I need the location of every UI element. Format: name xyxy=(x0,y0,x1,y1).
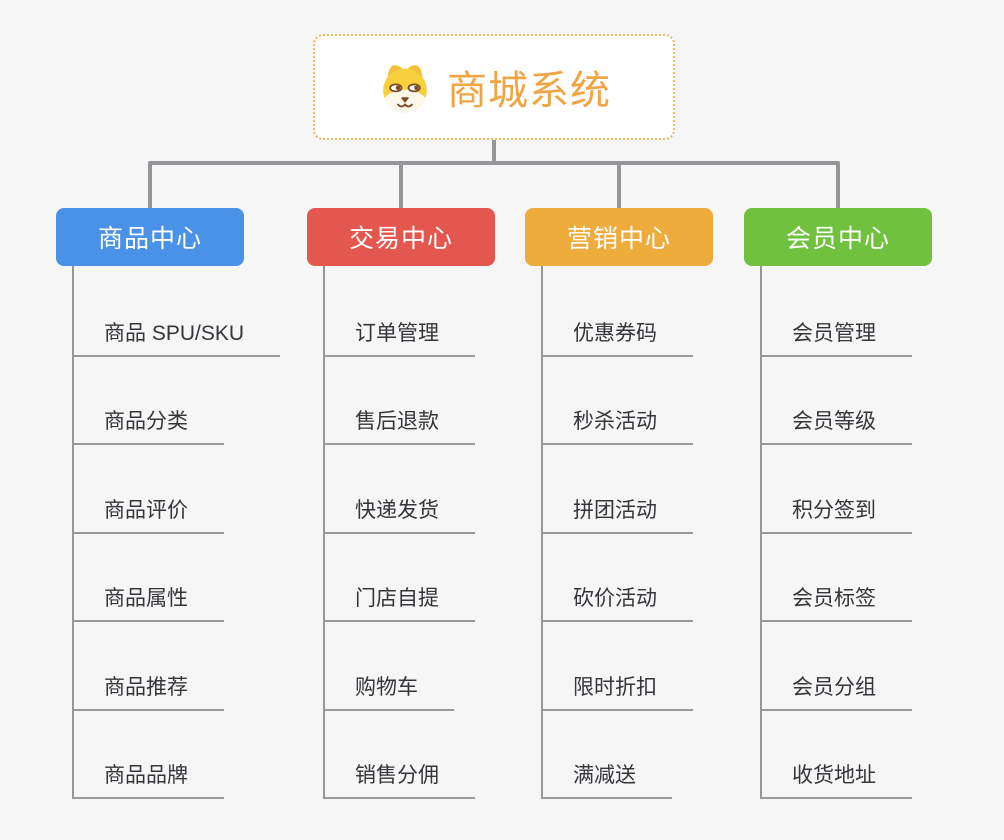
item-label: 优惠券码 xyxy=(573,322,657,345)
mindmap-item[interactable]: 优惠券码 xyxy=(541,266,693,357)
connector-drop-marketing xyxy=(617,163,621,208)
item-label: 限时折扣 xyxy=(573,675,657,699)
connector-drop-trade xyxy=(399,163,403,208)
connector-root-stem xyxy=(492,140,496,163)
root-node[interactable]: 商城系统 xyxy=(313,34,675,140)
mindmap-item[interactable]: 门店自提 xyxy=(323,534,475,623)
branch-items: 优惠券码 秒杀活动 拼团活动 砍价活动 限时折扣 满减送 xyxy=(541,266,693,799)
item-label: 商品评价 xyxy=(104,498,188,522)
mindmap-item[interactable]: 会员等级 xyxy=(760,357,912,446)
mindmap-item[interactable]: 会员管理 xyxy=(760,266,912,357)
item-label: 购物车 xyxy=(355,675,418,699)
item-label: 满减送 xyxy=(573,763,636,787)
mindmap-item[interactable]: 商品评价 xyxy=(72,445,224,534)
item-label: 会员分组 xyxy=(792,675,876,699)
branch-header-trade[interactable]: 交易中心 xyxy=(307,208,495,266)
mindmap-item[interactable]: 销售分佣 xyxy=(323,711,475,799)
connector-drop-member xyxy=(836,163,840,208)
branch-header-member[interactable]: 会员中心 xyxy=(744,208,932,266)
mindmap-item[interactable]: 商品属性 xyxy=(72,534,224,623)
item-label: 商品分类 xyxy=(104,410,188,434)
mindmap-item[interactable]: 订单管理 xyxy=(323,266,475,357)
mindmap-item[interactable]: 限时折扣 xyxy=(541,622,693,711)
branch-marketing-center: 营销中心 优惠券码 秒杀活动 拼团活动 砍价活动 限时折扣 满减送 xyxy=(525,208,713,799)
connector-bus-line xyxy=(148,161,840,165)
mindmap-item[interactable]: 购物车 xyxy=(323,622,454,711)
item-label: 商品 SPU/SKU xyxy=(104,322,245,345)
item-label: 会员标签 xyxy=(792,587,876,611)
root-node-title: 商城系统 xyxy=(447,69,611,113)
shiba-dog-icon xyxy=(383,65,427,113)
branch-header-marketing[interactable]: 营销中心 xyxy=(525,208,713,266)
item-label: 积分签到 xyxy=(792,498,876,522)
mindmap-item[interactable]: 满减送 xyxy=(541,711,672,799)
item-label: 销售分佣 xyxy=(355,763,439,787)
branch-header-product[interactable]: 商品中心 xyxy=(56,208,244,266)
mindmap-item[interactable]: 秒杀活动 xyxy=(541,357,693,446)
mindmap-item[interactable]: 商品分类 xyxy=(72,357,224,446)
item-label: 售后退款 xyxy=(355,410,439,434)
item-label: 砍价活动 xyxy=(573,587,657,611)
item-label: 商品属性 xyxy=(104,587,188,611)
branch-trade-center: 交易中心 订单管理 售后退款 快递发货 门店自提 购物车 销售分佣 xyxy=(307,208,495,799)
mindmap-item[interactable]: 会员标签 xyxy=(760,534,912,623)
branch-member-center: 会员中心 会员管理 会员等级 积分签到 会员标签 会员分组 收货地址 xyxy=(744,208,932,799)
item-label: 会员管理 xyxy=(792,322,876,345)
mindmap-item[interactable]: 商品推荐 xyxy=(72,622,224,711)
item-label: 快递发货 xyxy=(355,498,439,522)
item-label: 拼团活动 xyxy=(573,498,657,522)
branch-product-center: 商品中心 商品 SPU/SKU 商品分类 商品评价 商品属性 商品推荐 商品品牌 xyxy=(56,208,281,799)
mindmap-item[interactable]: 商品品牌 xyxy=(72,711,224,799)
mindmap-item[interactable]: 收货地址 xyxy=(760,711,912,799)
item-label: 商品品牌 xyxy=(104,763,188,787)
item-label: 订单管理 xyxy=(355,322,439,345)
item-label: 收货地址 xyxy=(792,763,876,787)
branch-items: 会员管理 会员等级 积分签到 会员标签 会员分组 收货地址 xyxy=(760,266,912,799)
mindmap-item[interactable]: 售后退款 xyxy=(323,357,475,446)
mindmap-item[interactable]: 商品 SPU/SKU xyxy=(72,266,281,357)
branch-items: 订单管理 售后退款 快递发货 门店自提 购物车 销售分佣 xyxy=(323,266,475,799)
item-label: 会员等级 xyxy=(792,410,876,434)
item-label: 门店自提 xyxy=(355,587,439,611)
connector-drop-product xyxy=(148,163,152,208)
mindmap-item[interactable]: 会员分组 xyxy=(760,622,912,711)
item-label: 秒杀活动 xyxy=(573,410,657,434)
item-label: 商品推荐 xyxy=(104,675,188,699)
mindmap-item[interactable]: 快递发货 xyxy=(323,445,475,534)
mindmap-item[interactable]: 砍价活动 xyxy=(541,534,693,623)
mindmap-item[interactable]: 积分签到 xyxy=(760,445,912,534)
branch-items: 商品 SPU/SKU 商品分类 商品评价 商品属性 商品推荐 商品品牌 xyxy=(72,266,281,799)
mindmap-item[interactable]: 拼团活动 xyxy=(541,445,693,534)
